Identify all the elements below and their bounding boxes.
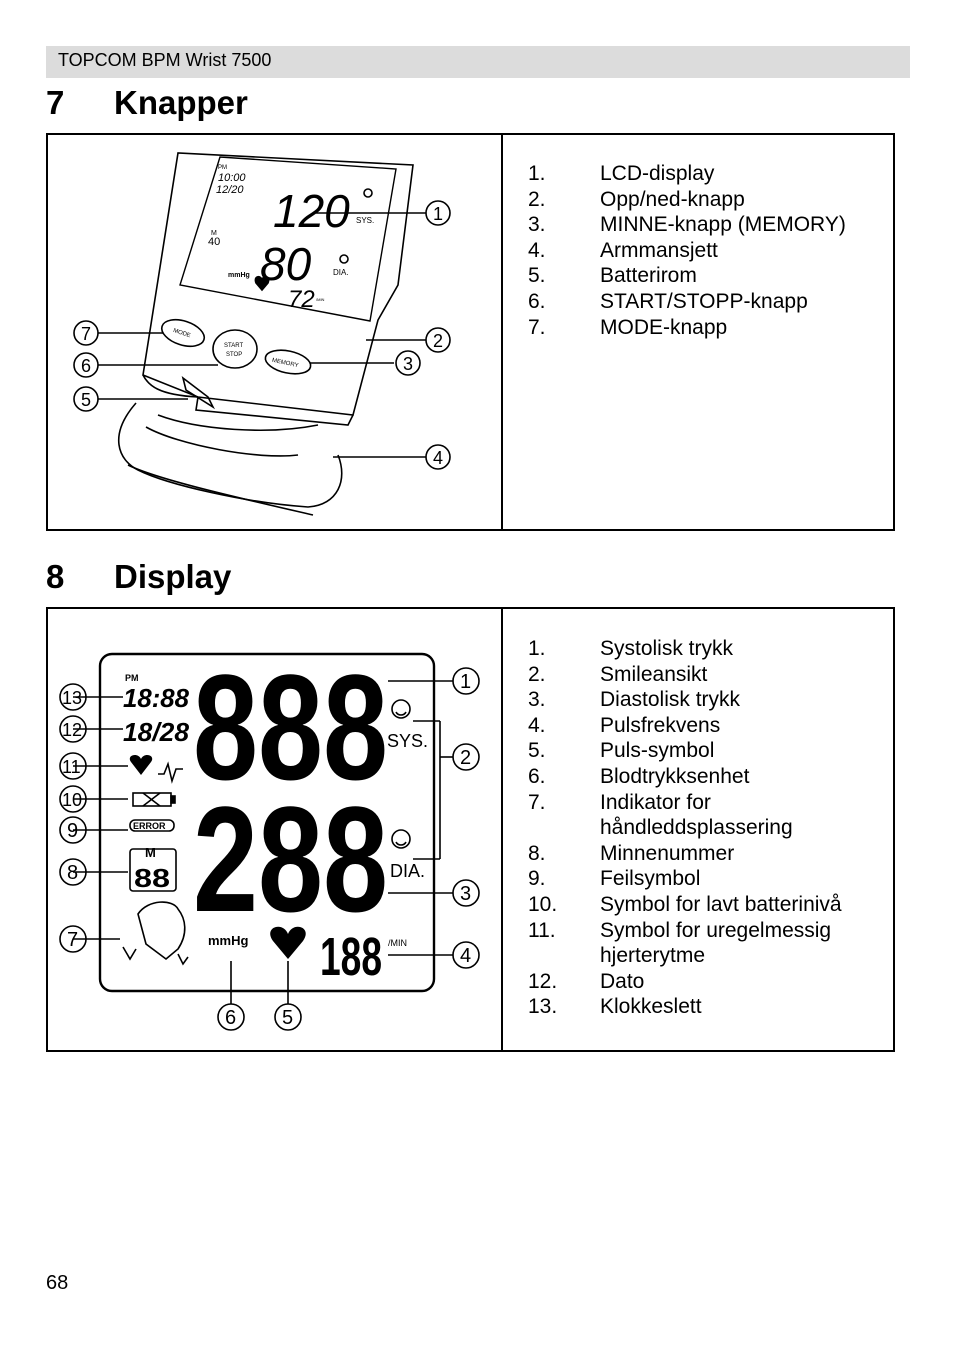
section-8-heading: 8 Display [46,558,231,596]
callout-8-8: 8 [67,862,78,884]
list-item: 12.Dato [528,969,645,993]
device-pm: PM [218,165,227,171]
stop-button-label[interactable]: STOP [226,352,242,358]
device-dia-label: DIA. [333,268,349,277]
device-illustration: PM 10:00 12/20 M 40 120 80 72 SYS. DIA. … [73,152,451,516]
page-number: 68 [46,1272,69,1294]
callout-8-10: 10 [62,790,82,810]
lcd-mem: 88 [134,863,170,893]
lcd-sys-label: SYS. [387,731,428,751]
section-7-list: 1.LCD-display 2.Opp/ned-knapp 3.MINNE-kn… [528,161,870,340]
device-dia-value: 80 [260,238,312,290]
device-date: 12/20 [216,184,244,196]
device-mem: 40 [208,236,220,248]
callout-7-1: 1 [433,204,443,224]
device-sys-value: 120 [273,185,350,237]
section-7-title: Knapper [114,84,248,121]
header-bar [46,46,910,78]
callout-8-9: 9 [67,820,78,842]
section-8-list: 1.Systolisk trykk 2.Smileansikt 3.Diasto… [528,636,870,1020]
device-mem-label: M [211,230,217,237]
list-item: 6.Blodtrykksenhet [528,764,750,788]
list-item: 10.Symbol for lavt batterinivå [528,892,842,916]
callout-8-1: 1 [460,671,471,693]
list-item: 3.MINNE-knapp (MEMORY) [528,213,846,237]
section-7-number: 7 [46,84,65,121]
mode-button[interactable]: MODE [172,328,191,339]
header-title: TOPCOM BPM Wrist 7500 [58,50,272,70]
lcd-min: /MIN [388,938,407,948]
section-8-number: 8 [46,558,65,595]
lcd-error: ERROR [133,821,166,831]
lcd-mem-label: M [145,845,156,860]
pulse-heart-icon [270,926,306,959]
list-item: 1.LCD-display [528,162,715,185]
lcd-dia-digits: 288 [193,775,388,943]
callout-8-7: 7 [67,929,78,951]
list-item: 7.Indikator for håndleddsplassering [528,790,793,840]
callout-7-7: 7 [81,324,91,344]
list-item: 8.Minnenummer [528,841,735,865]
start-button-label[interactable]: START [224,343,243,349]
section-8-divider [501,609,503,1050]
callout-8-12: 12 [62,720,82,740]
memory-button[interactable]: MEMORY [271,358,299,369]
section-8-box: 888 288 188 SYS. DIA. /MIN mmHg PM 18:88… [46,607,895,1052]
device-pulse-value: 72 [288,286,315,313]
list-item: 13.Klokkeslett [528,995,702,1019]
callout-8-11: 11 [62,757,81,777]
lcd-date: 18/28 [123,717,190,747]
callout-8-3: 3 [460,883,471,905]
device-time: 10:00 [218,172,246,184]
section-8-title: Display [114,558,232,595]
list-item: 5.Batterirom [528,264,697,288]
lcd-dia-label: DIA. [390,861,425,881]
lcd-pm: PM [125,673,139,683]
irregular-heart-icon [129,755,153,775]
device-min: /MIN [316,297,325,302]
lcd-unit: mmHg [208,933,249,948]
callout-7-6: 6 [81,356,91,376]
callout-8-6: 6 [225,1007,236,1029]
list-item: 5.Puls-symbol [528,739,715,763]
callout-8-4: 4 [460,945,471,967]
list-item: 11.Symbol for uregelmessig hjerterytme [528,918,832,968]
lcd-time: 18:88 [123,683,190,713]
lcd-pulse: 188 [320,927,382,987]
device-sys-label: SYS. [356,216,374,225]
callout-7-4: 4 [433,448,443,468]
list-item: 2.Smileansikt [528,662,708,686]
section-7-box: PM 10:00 12/20 M 40 120 80 72 SYS. DIA. … [46,133,895,531]
callout-8-5: 5 [282,1007,293,1029]
list-item: 1.Systolisk trykk [528,637,734,660]
list-item: 4.Pulsfrekvens [528,713,721,737]
lcd-sys-digits: 888 [193,643,388,811]
section-7-heading: 7 Knapper [46,84,248,122]
callout-8-13: 13 [62,688,82,708]
list-item: 6.START/STOPP-knapp [528,289,808,313]
callout-7-5: 5 [81,390,91,410]
list-item: 2.Opp/ned-knapp [528,187,745,211]
list-item: 7.MODE-knapp [528,315,728,339]
callout-7-3: 3 [403,354,413,374]
list-item: 9.Feilsymbol [528,867,701,891]
section-7-divider [501,135,503,529]
list-item: 3.Diastolisk trykk [528,688,741,712]
device-unit: mmHg [228,272,250,279]
callout-7-2: 2 [433,331,443,351]
list-item: 4.Armmansjett [528,238,718,262]
lcd-illustration: 888 288 188 SYS. DIA. /MIN mmHg PM 18:88… [59,643,480,1031]
callout-8-2: 2 [460,747,471,769]
